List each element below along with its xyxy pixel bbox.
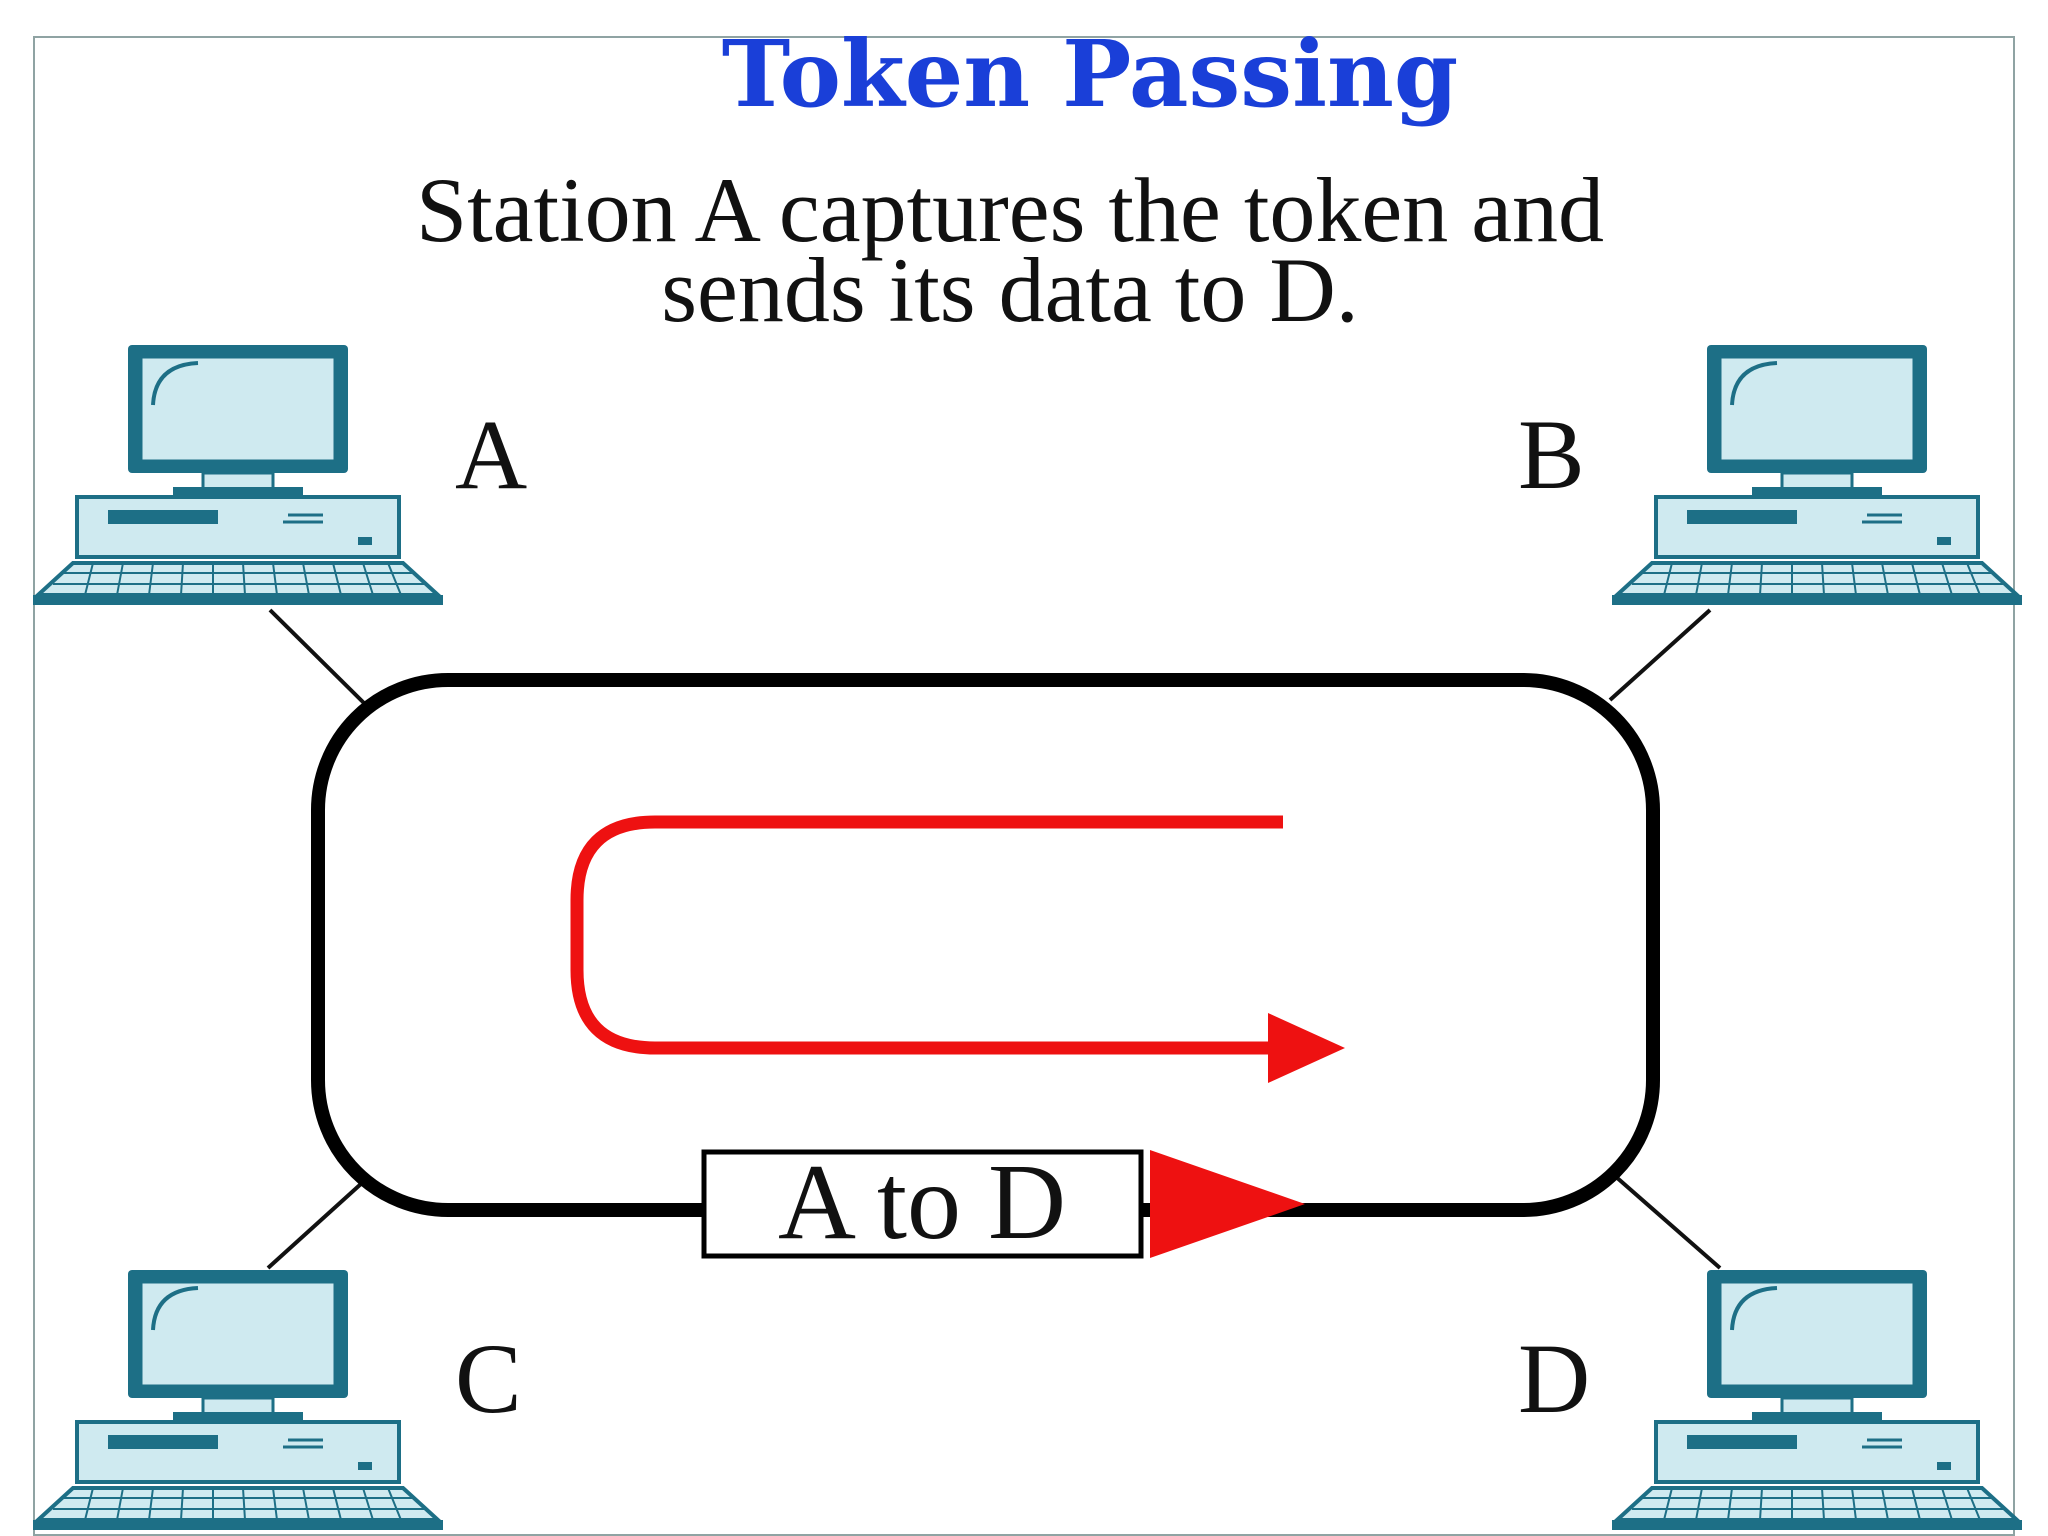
link-c bbox=[266, 1181, 364, 1270]
curved-arrow-icon bbox=[570, 815, 1345, 1083]
station-label-c: C bbox=[455, 1323, 522, 1434]
direction-triangle-icon bbox=[1150, 1150, 1305, 1258]
slide-caption: Station A captures the token and sends i… bbox=[0, 159, 2020, 341]
link-a bbox=[268, 608, 370, 709]
data-frame-box bbox=[701, 1149, 1144, 1259]
caption-line-1: Station A captures the token and bbox=[415, 159, 1605, 261]
station-label-b: B bbox=[1518, 399, 1585, 510]
station-label-d: D bbox=[1518, 1323, 1590, 1434]
computer-icon bbox=[31, 1268, 445, 1532]
computer-icon bbox=[31, 343, 445, 607]
caption-line-2: sends its data to D. bbox=[661, 239, 1359, 341]
station-label-a: A bbox=[455, 399, 527, 510]
computer-icon bbox=[1610, 1268, 2024, 1532]
token-ring bbox=[311, 673, 1660, 1217]
link-b bbox=[1608, 608, 1712, 702]
link-d bbox=[1613, 1174, 1722, 1270]
slide-title: Token Passing bbox=[721, 20, 1459, 128]
data-frame-label: A to D bbox=[778, 1143, 1066, 1262]
slide-frame bbox=[33, 36, 2015, 1536]
computer-icon bbox=[1610, 343, 2024, 607]
